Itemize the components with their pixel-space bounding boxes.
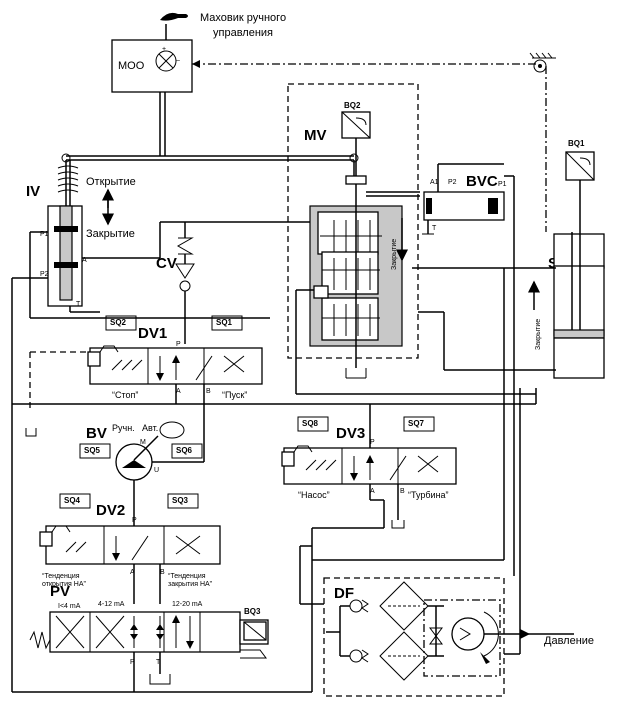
bv-label: BV (86, 425, 107, 442)
tag-bq1: BQ1 (568, 139, 585, 148)
dv1-port-b: B (206, 388, 211, 395)
handwheel-icon[interactable] (160, 12, 188, 21)
dv2-valve: DV2 SQ4 SQ3 P A B “Тенденция открытия НА… (39, 493, 221, 604)
handwheel-label-2: управления (213, 27, 273, 39)
dv2-port-b: B (160, 569, 165, 576)
bvc-label: BVC (466, 173, 498, 190)
motor-icon (155, 50, 177, 72)
range-lt4: I<4 mA (58, 603, 81, 610)
manual-label: Ручн. (112, 423, 135, 433)
dv3-port-b: B (400, 488, 405, 495)
auto-label: Авт. (142, 423, 158, 433)
range-12-20: 12-20 mA (172, 601, 203, 608)
iv-label: IV (26, 183, 40, 200)
bvc-port-t: T (432, 225, 437, 232)
pv-port-p: P (130, 659, 135, 666)
moo-label: МОО (118, 60, 145, 72)
svg-text:−: − (176, 58, 180, 65)
tag-sq2: SQ2 (110, 318, 127, 327)
tag-sq3: SQ3 (172, 496, 189, 505)
lever-bar (61, 153, 359, 180)
tag-sq7: SQ7 (408, 419, 425, 428)
bv-valve: BV Ручн. Авт. SQ5 SQ6 M U (79, 421, 205, 520)
df-label: DF (334, 585, 354, 602)
spring-icon (57, 165, 79, 193)
closing-vertical-label: Закрытие (391, 239, 398, 270)
pump-label: “Насос” (298, 490, 330, 500)
sm-servomotor: SM BQ1 Закрытие (412, 139, 605, 379)
tag-sq1: SQ1 (216, 318, 233, 327)
pv-label: PV (50, 583, 70, 600)
dv3-label: DV3 (336, 425, 365, 442)
tag-bq3: BQ3 (244, 607, 261, 616)
dv1-valve: DV1 SQ2 SQ1 P A B “Стоп” “Пуск” (12, 315, 292, 450)
dv1-label: DV1 (138, 325, 167, 342)
pv-valve: PV I<4 mA 4-12 mA 12-20 mA BQ3 P T (12, 583, 312, 693)
dv1-port-p: P (176, 341, 181, 348)
iv-port-a: A (82, 257, 87, 264)
tag-sq4: SQ4 (64, 496, 81, 505)
turbine-label: “Турбина” (408, 490, 449, 500)
tag-sq5: SQ5 (84, 446, 101, 455)
iv-port-t: T (76, 301, 81, 308)
dv1-port-a: A (176, 388, 181, 395)
bvc-valve: BVC A1 P2 P1 T (422, 163, 515, 576)
trend-open-1: “Тенденция (42, 573, 80, 580)
pressure-gauge-icon (451, 617, 485, 651)
dv3-port-p: P (370, 439, 375, 446)
df-filter-block: DF Давление (299, 388, 594, 697)
svg-text:+: + (162, 46, 166, 53)
tag-sq8: SQ8 (302, 419, 319, 428)
bv-port-m: M (140, 439, 146, 446)
tag-bq2: BQ2 (344, 101, 361, 110)
closing-label: Закрытие (86, 228, 135, 240)
cv-check-valve: CV (156, 222, 195, 344)
dv2-port-a: A (130, 569, 135, 576)
bv-port-u: U (154, 467, 159, 474)
pressure-label: Давление (544, 635, 594, 647)
mv-block: MV BQ2 Закрытие (287, 83, 420, 379)
sm-closing-label: Закрытие (535, 319, 542, 350)
dv2-label: DV2 (96, 502, 125, 519)
start-label: “Пуск” (222, 390, 247, 400)
trend-close-2: закрытия НА” (168, 581, 213, 588)
cv-label: CV (156, 255, 177, 272)
bvc-port-a1: A1 (430, 179, 439, 186)
stop-label: “Стоп” (112, 390, 138, 400)
iv-port-p1: P1 (40, 231, 49, 238)
mv-label: MV (304, 127, 327, 144)
pv-port-t: T (156, 659, 161, 666)
bvc-port-p1: P1 (498, 181, 507, 188)
handwheel-label-1: Маховик ручного (200, 12, 286, 24)
opening-label: Открытие (86, 176, 136, 188)
iv-valve: IV P1 P2 A T Открытие Закрытие (11, 160, 314, 692)
feedback-linkage (192, 52, 556, 232)
trend-close-1: “Тенденция (168, 573, 206, 580)
moo-actuator: МОО + − Маховик ручного управления (111, 12, 286, 156)
dv3-port-a: A (370, 488, 375, 495)
trend-open-2: открытия НА” (42, 581, 87, 588)
iv-port-p2: P2 (40, 271, 49, 278)
range-4-12: 4-12 mA (98, 601, 125, 608)
tag-sq6: SQ6 (176, 446, 193, 455)
pv-spring-icon (29, 630, 51, 650)
bvc-port-p2: P2 (448, 179, 457, 186)
dv3-valve: DV3 SQ8 SQ7 P A B “Насос” “Турбина” (281, 289, 537, 692)
